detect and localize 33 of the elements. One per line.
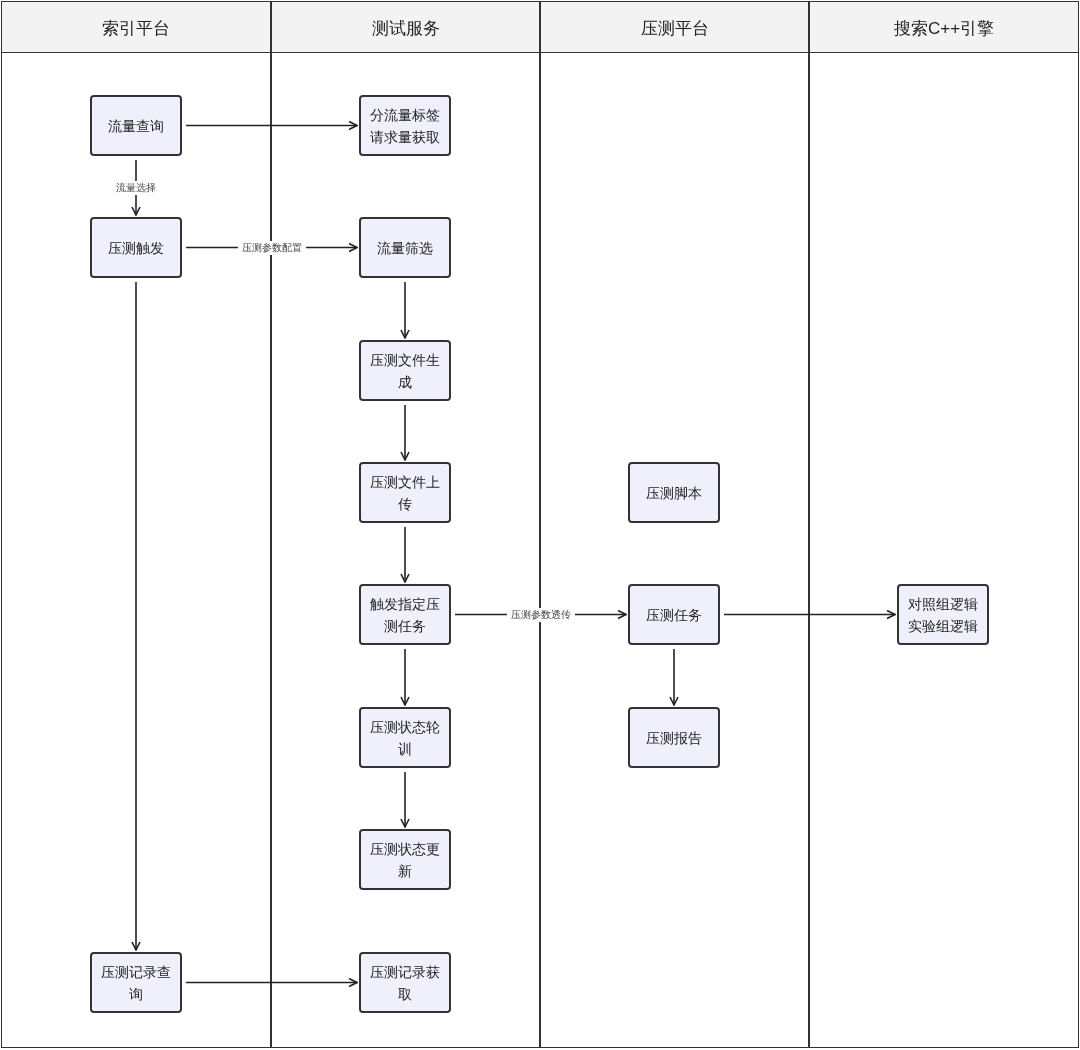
process-box: 流量筛选 <box>359 217 451 278</box>
arrow <box>400 281 410 339</box>
process-box: 触发指定压测任务 <box>359 584 451 645</box>
lane-header: 搜索C++引擎 <box>892 18 996 40</box>
arrow <box>185 977 358 988</box>
swimlane <box>271 1 540 1048</box>
process-box: 对照组逻辑 实验组逻辑 <box>897 584 989 645</box>
swimlane <box>540 1 809 1048</box>
arrow <box>131 281 141 951</box>
arrow <box>400 648 410 706</box>
arrow <box>400 526 410 583</box>
arrow <box>669 648 679 706</box>
arrow <box>185 120 358 131</box>
process-box: 压测文件上传 <box>359 462 451 523</box>
process-box: 压测记录获取 <box>359 952 451 1013</box>
process-box: 压测记录查询 <box>90 952 182 1013</box>
process-box: 压测任务 <box>628 584 720 645</box>
process-box: 压测脚本 <box>628 462 720 523</box>
arrow <box>723 609 896 620</box>
lane-header: 压测平台 <box>639 18 710 40</box>
process-box: 分流量标签请求量获取 <box>359 95 451 156</box>
process-box: 压测状态更新 <box>359 829 451 890</box>
process-box: 流量查询 <box>90 95 182 156</box>
lane-header: 索引平台 <box>101 18 171 40</box>
lane-header: 测试服务 <box>370 18 441 40</box>
process-box: 压测状态轮训 <box>359 707 451 768</box>
swimlane <box>809 1 1079 1048</box>
arrow <box>400 404 410 461</box>
swimlane <box>1 1 271 1048</box>
arrow <box>400 771 410 828</box>
process-box: 压测报告 <box>628 707 720 768</box>
process-box: 压测文件生成 <box>359 340 451 401</box>
process-box: 压测触发 <box>90 217 182 278</box>
